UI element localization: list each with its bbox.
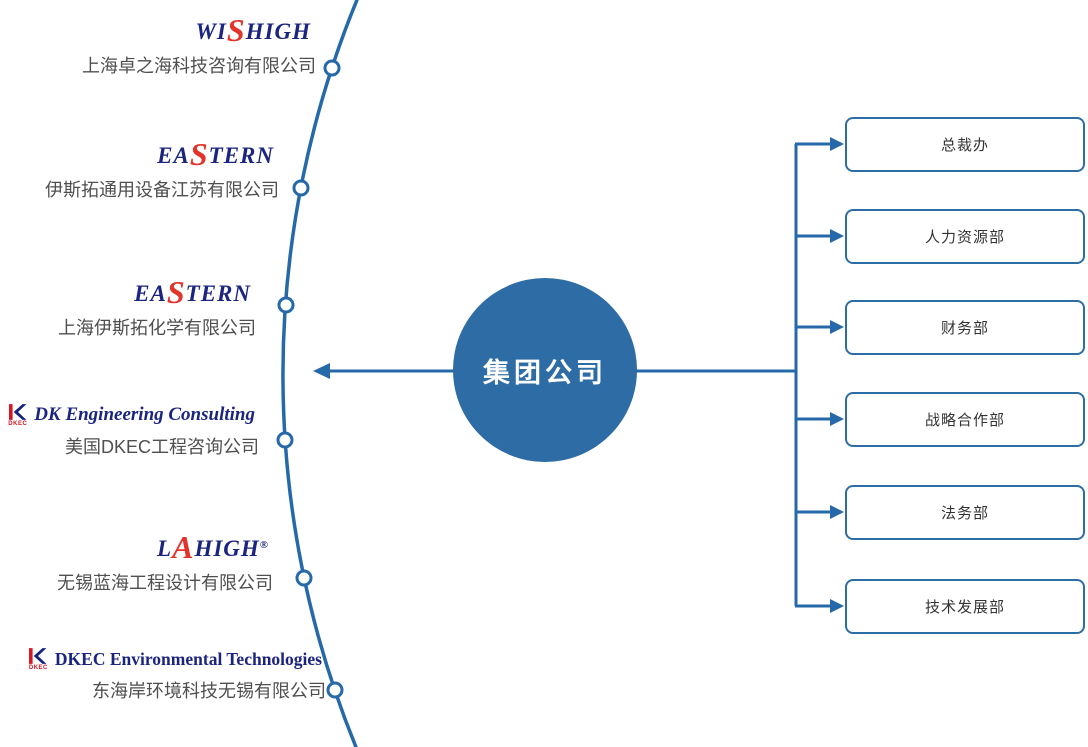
arc-node [292, 179, 310, 197]
company-dkec-environmental: DKEC DKEC Environmental Technologies 东海岸… [0, 646, 326, 704]
branch-arrowhead-icon [830, 229, 844, 243]
dept-box-technology-development: 技术发展部 [845, 579, 1085, 634]
company-dkec-consulting: DKEC DK Engineering Consulting 美国DKEC工程咨… [0, 402, 259, 460]
subsidiaries-arc [281, 0, 359, 747]
company-eastern-shanghai: EASTERN 上海伊斯拓化学有限公司 [0, 276, 256, 341]
company-name: 伊斯拓通用设备江苏有限公司 [45, 180, 279, 200]
registered-mark-icon: ® [259, 539, 268, 551]
company-lahigh: LAHIGH® 无锡蓝海工程设计有限公司 [0, 530, 273, 596]
arc-node [277, 296, 295, 314]
company-name: 无锡蓝海工程设计有限公司 [57, 573, 273, 593]
wishigh-logo: WISHIGH [0, 14, 316, 47]
arc-nodes [276, 59, 344, 699]
logo-accent-letter: S [226, 12, 246, 48]
logo-text: L [157, 536, 173, 561]
eastern-logo: EASTERN [0, 138, 279, 171]
left-arrowhead-icon [313, 363, 330, 379]
logo-text: EA [157, 143, 190, 168]
arc-curve [281, 0, 359, 747]
branch-arrowhead-icon [830, 599, 844, 613]
right-trunk [636, 144, 798, 606]
lahigh-logo: LAHIGH® [0, 530, 273, 564]
dkec-k-icon: DKEC [28, 647, 48, 671]
logo-text: HIGH [245, 19, 311, 44]
arc-node [323, 59, 341, 77]
company-wishigh: WISHIGH 上海卓之海科技咨询有限公司 [0, 14, 316, 79]
logo-text: WI [195, 19, 227, 44]
logo-text: TERN [208, 143, 274, 168]
dept-label: 财务部 [940, 320, 989, 337]
company-name: 上海伊斯拓化学有限公司 [58, 318, 256, 338]
dept-label: 法务部 [940, 505, 989, 522]
dkec-icon-label: DKEC [8, 420, 28, 427]
branch-arrowhead-icon [830, 412, 844, 426]
company-eastern-jiangsu: EASTERN 伊斯拓通用设备江苏有限公司 [0, 138, 279, 203]
left-arrow [313, 363, 455, 379]
dept-box-finance: 财务部 [845, 300, 1085, 355]
branch-arrowhead-icon [830, 137, 844, 151]
dept-label: 总裁办 [940, 137, 989, 154]
dept-label: 战略合作部 [924, 412, 1005, 429]
dkec-icon-label: DKEC [28, 664, 48, 671]
eastern-logo: EASTERN [0, 276, 256, 309]
branch-arrowhead-icon [830, 505, 844, 519]
logo-text: DK Engineering Consulting [34, 404, 255, 425]
dept-box-legal: 法务部 [845, 485, 1085, 540]
dkec-k-glyph [8, 403, 27, 420]
arc-node [326, 681, 344, 699]
dept-box-strategic-cooperation: 战略合作部 [845, 392, 1085, 447]
company-name: 美国DKEC工程咨询公司 [64, 437, 259, 457]
branch-arrows [795, 137, 844, 613]
logo-text: TERN [185, 281, 251, 306]
logo-text: DKEC Environmental Technologies [54, 649, 322, 669]
dept-label: 技术发展部 [924, 599, 1005, 616]
dkec-k-icon: DKEC [8, 403, 28, 427]
company-name: 上海卓之海科技咨询有限公司 [82, 56, 316, 76]
arc-node [276, 431, 294, 449]
arc-node [295, 569, 313, 587]
logo-text: HIGH [194, 536, 260, 561]
dept-label: 人力资源部 [924, 229, 1005, 246]
group-company-label: 集团公司 [483, 357, 607, 388]
logo-accent-letter: A [172, 529, 195, 565]
dkec-consulting-logo: DKEC DK Engineering Consulting [0, 402, 259, 428]
dept-box-president-office: 总裁办 [845, 117, 1085, 172]
logo-text: EA [134, 281, 167, 306]
company-name: 东海岸环境科技无锡有限公司 [92, 681, 326, 701]
logo-accent-letter: S [189, 136, 209, 172]
dkec-k-glyph [29, 647, 47, 664]
logo-accent-letter: S [166, 274, 186, 310]
group-company-node: 集团公司 [453, 278, 637, 462]
branch-arrowhead-icon [830, 320, 844, 334]
dept-box-human-resources: 人力资源部 [845, 209, 1085, 264]
dkec-environmental-logo: DKEC DKEC Environmental Technologies [0, 646, 326, 672]
